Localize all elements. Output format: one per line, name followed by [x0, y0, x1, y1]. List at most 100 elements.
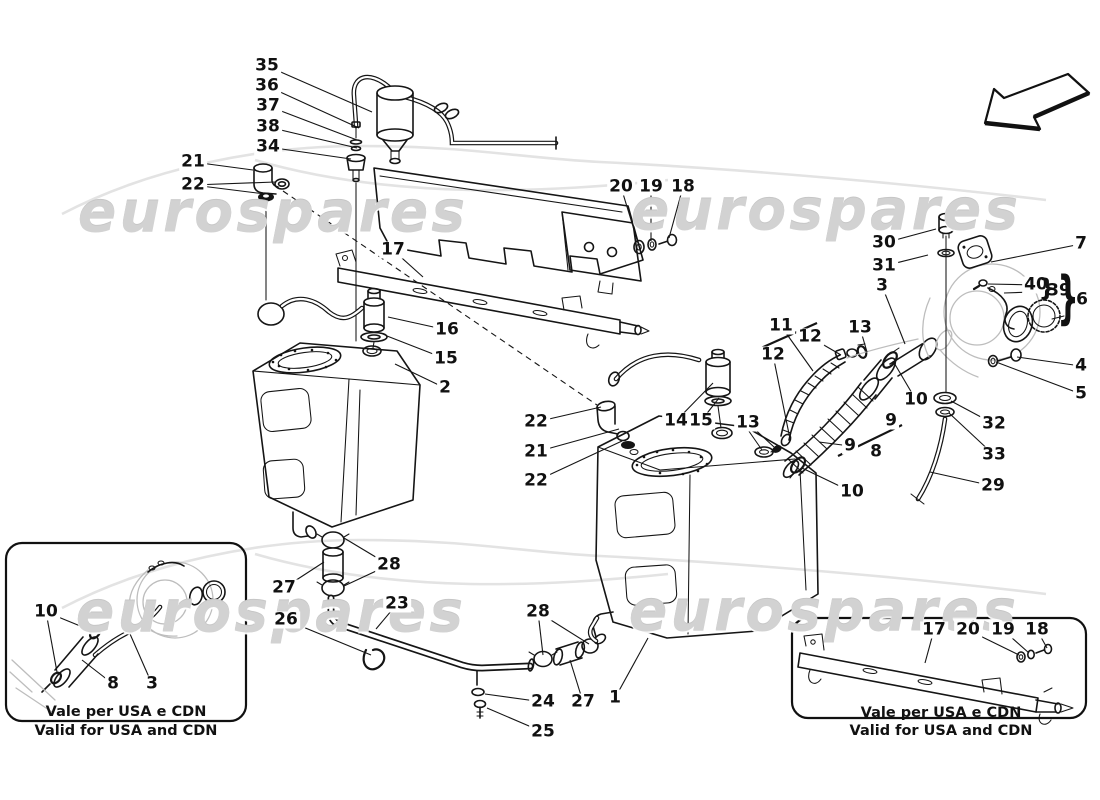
vapor-canister-assembly	[346, 74, 559, 342]
part-callout-17[interactable]: 17	[379, 239, 407, 260]
part-callout-1[interactable]: 1	[607, 687, 623, 708]
part-callout-9[interactable]: 9	[883, 410, 899, 431]
part-callout-22[interactable]: 22	[179, 174, 207, 195]
part-callout-3[interactable]: 3	[144, 673, 160, 694]
part-callout-13[interactable]: 13	[734, 412, 762, 433]
part-callout-22[interactable]: 22	[522, 470, 550, 491]
usa-inset-left-content	[9, 560, 226, 713]
left-fuel-sender	[257, 287, 388, 349]
part-callout-10[interactable]: 10	[902, 389, 930, 410]
part-callout-15[interactable]: 15	[432, 348, 460, 369]
leader-line-36	[266, 85, 360, 129]
part-callout-14[interactable]: 14	[662, 410, 690, 431]
usa-inset-right-box	[790, 616, 1088, 720]
direction-arrow	[983, 72, 1091, 132]
watermark-text-2: eurospares	[75, 579, 467, 646]
crossover-pipe-assembly	[316, 531, 600, 719]
filler-elbow-grommet	[253, 163, 598, 406]
part-callout-16[interactable]: 16	[433, 319, 461, 340]
mounting-rail	[335, 249, 650, 349]
car-silhouette-swoosh-bottom	[61, 538, 1047, 610]
part-callout-34[interactable]: 34	[254, 136, 282, 157]
part-callout-5[interactable]: 5	[1073, 383, 1089, 404]
part-callout-15[interactable]: 15	[687, 410, 715, 431]
part-callout-17[interactable]: 17	[920, 619, 948, 640]
leader-line-26	[285, 619, 372, 656]
leader-line-2	[394, 363, 446, 389]
part-callout-26[interactable]: 26	[272, 609, 300, 630]
watermark-text-3: eurospares	[628, 578, 1020, 645]
part-callout-10[interactable]: 10	[32, 601, 60, 622]
left-fuel-tank	[252, 342, 421, 539]
part-callout-40[interactable]: 40	[1022, 274, 1050, 295]
part-callout-37[interactable]: 37	[254, 95, 282, 116]
leader-line-22	[535, 440, 623, 482]
part-callout-28[interactable]: 28	[375, 554, 403, 575]
inset-right-caption-italian: Vale per USA e CDN	[860, 705, 1022, 721]
part-callout-7[interactable]: 7	[1073, 233, 1089, 254]
part-callout-12[interactable]: 12	[759, 344, 787, 365]
leader-line-37	[267, 105, 358, 141]
leader-line-1	[614, 637, 649, 699]
filler-hose-assembly	[770, 337, 938, 479]
part-callout-9[interactable]: 9	[842, 435, 858, 456]
part-callout-38[interactable]: 38	[254, 116, 282, 137]
part-callout-27[interactable]: 27	[270, 577, 298, 598]
leader-line-35	[266, 65, 373, 113]
part-callout-18[interactable]: 18	[669, 176, 697, 197]
filler-neck-assembly	[910, 212, 1065, 505]
part-callout-19[interactable]: 19	[989, 619, 1017, 640]
part-callout-32[interactable]: 32	[980, 413, 1008, 434]
leader-line-10	[45, 611, 58, 673]
part-callout-39[interactable]: 39	[1045, 280, 1073, 301]
leader-line-3	[881, 285, 906, 345]
part-callout-4[interactable]: 4	[1073, 355, 1089, 376]
part-callout-3[interactable]: 3	[874, 275, 890, 296]
heat-shield	[373, 167, 678, 295]
part-callout-35[interactable]: 35	[253, 55, 281, 76]
part-callout-21[interactable]: 21	[522, 441, 550, 462]
part-callout-6[interactable]: 6	[1074, 289, 1090, 310]
leader-line-38	[267, 126, 358, 149]
right-fuel-sender	[607, 348, 732, 429]
part-callout-24[interactable]: 24	[529, 691, 557, 712]
watermark-text-0: eurospares	[77, 179, 469, 246]
part-callout-36[interactable]: 36	[253, 75, 281, 96]
part-callout-30[interactable]: 30	[870, 232, 898, 253]
leader-line-3	[122, 617, 153, 685]
part-callout-31[interactable]: 31	[870, 255, 898, 276]
part-callout-11[interactable]: 11	[767, 315, 795, 336]
leader-line-7	[990, 243, 1082, 263]
leader-line-20	[620, 186, 639, 244]
part-callout-28[interactable]: 28	[524, 601, 552, 622]
inset-left-caption-italian: Vale per USA e CDN	[45, 704, 207, 720]
part-callout-20[interactable]: 20	[607, 176, 635, 197]
inset-right-caption-english: Valid for USA and CDN	[849, 723, 1033, 739]
part-callout-19[interactable]: 19	[637, 176, 665, 197]
part-callout-25[interactable]: 25	[529, 721, 557, 742]
part-callout-10[interactable]: 10	[838, 481, 866, 502]
part-callout-29[interactable]: 29	[979, 475, 1007, 496]
right-filler-elbow	[596, 400, 639, 456]
inset-left-caption-english: Valid for USA and CDN	[34, 723, 218, 739]
part-callout-2[interactable]: 2	[437, 377, 453, 398]
part-callout-8[interactable]: 8	[868, 441, 884, 462]
part-callout-23[interactable]: 23	[383, 593, 411, 614]
part-callout-33[interactable]: 33	[980, 444, 1008, 465]
group-rule-0	[760, 321, 818, 350]
part-callout-21[interactable]: 21	[179, 151, 207, 172]
usa-inset-left-box	[4, 541, 248, 723]
leader-line-18	[668, 186, 684, 239]
part-callout-18[interactable]: 18	[1023, 619, 1051, 640]
part-callout-27[interactable]: 27	[569, 691, 597, 712]
leader-lines	[45, 65, 1082, 733]
leader-line-4	[1016, 356, 1082, 367]
part-callout-22[interactable]: 22	[522, 411, 550, 432]
part-callout-12[interactable]: 12	[796, 326, 824, 347]
part-callout-8[interactable]: 8	[105, 673, 121, 694]
part-callout-20[interactable]: 20	[954, 619, 982, 640]
part-callout-13[interactable]: 13	[846, 317, 874, 338]
